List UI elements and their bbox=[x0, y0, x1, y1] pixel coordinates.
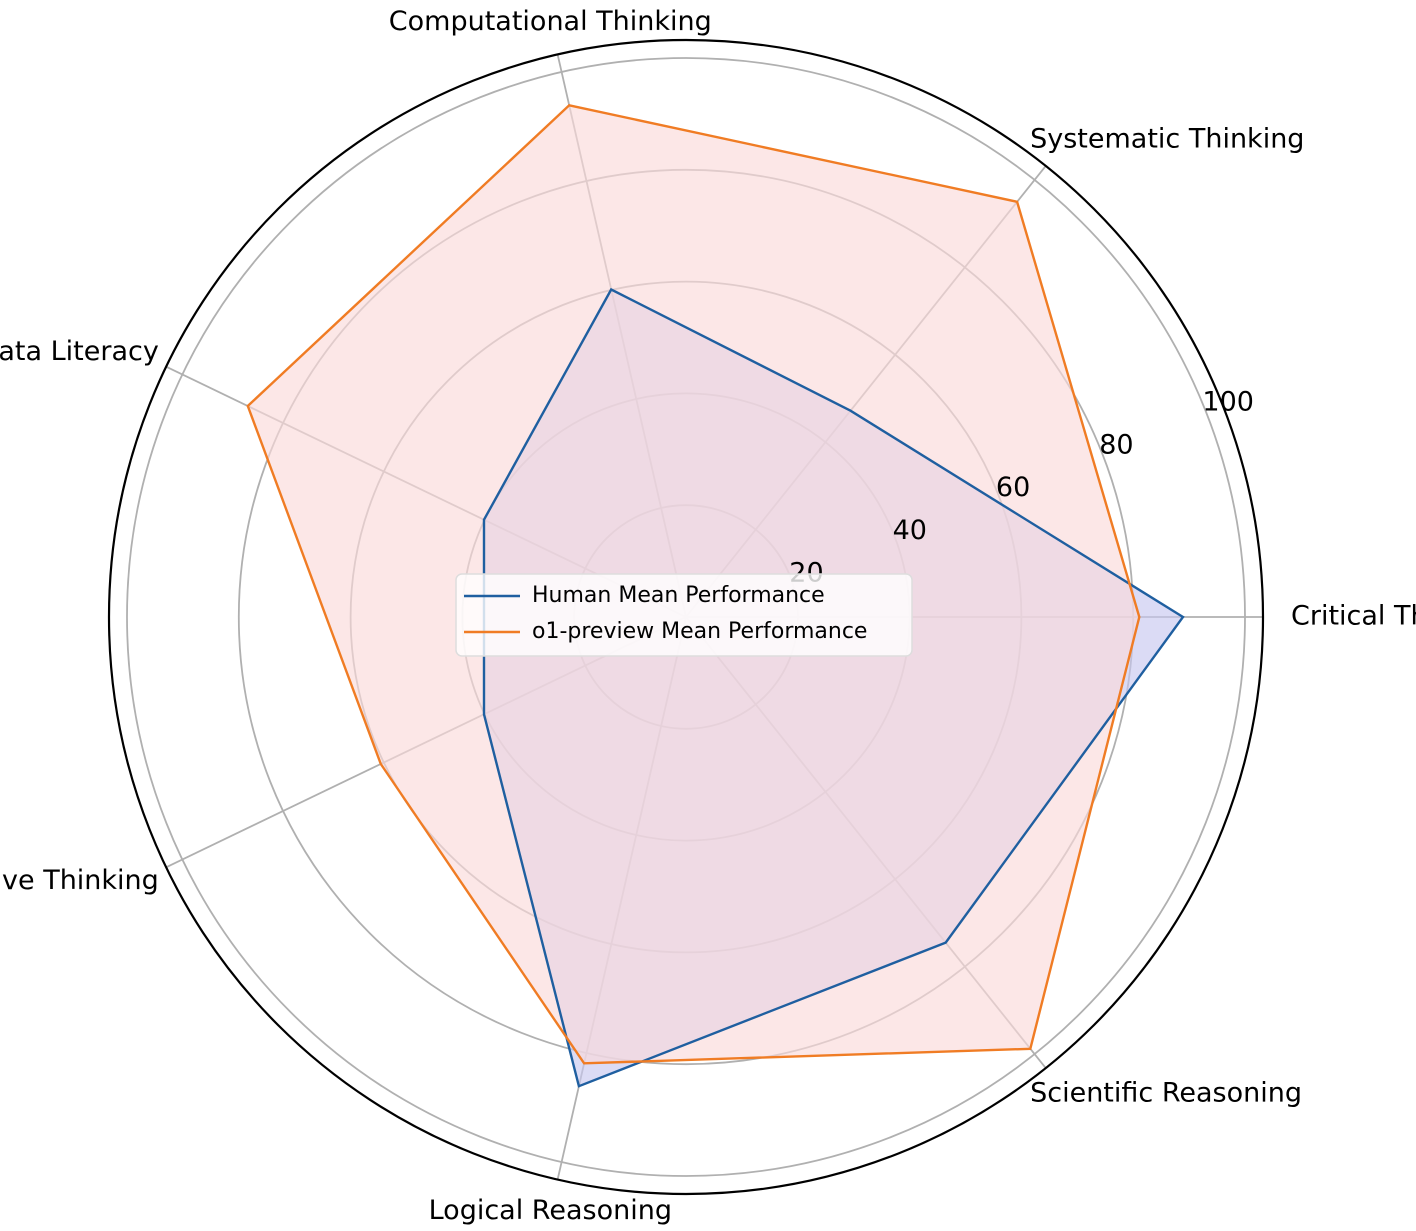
radial-tick-label: 40 bbox=[893, 515, 927, 546]
category-label: Scientific Reasoning bbox=[1030, 1077, 1302, 1108]
radial-tick-label: 100 bbox=[1202, 387, 1254, 418]
legend-label-0: Human Mean Performance bbox=[532, 583, 825, 608]
legend-label-1: o1-preview Mean Performance bbox=[532, 619, 867, 644]
radial-tick-label: 80 bbox=[1099, 429, 1133, 460]
category-label: Data Literacy bbox=[0, 336, 159, 367]
series-line-1 bbox=[246, 103, 1141, 1065]
category-labels: Critical Thinking Systematic Thinking Comp… bbox=[0, 6, 1416, 1226]
outer-frame bbox=[107, 38, 1265, 1196]
category-label: Creative Thinking bbox=[0, 865, 159, 896]
radial-tick-label: 60 bbox=[996, 472, 1030, 503]
category-label: Logical Reasoning bbox=[429, 1195, 672, 1226]
category-label: Critical Thinking bbox=[1291, 601, 1416, 632]
legend-box bbox=[455, 573, 913, 657]
legend: Human Mean Performance o1-preview Mean Pe… bbox=[455, 573, 913, 657]
category-label: Computational Thinking bbox=[389, 6, 712, 37]
category-label: Systematic Thinking bbox=[1030, 124, 1304, 155]
